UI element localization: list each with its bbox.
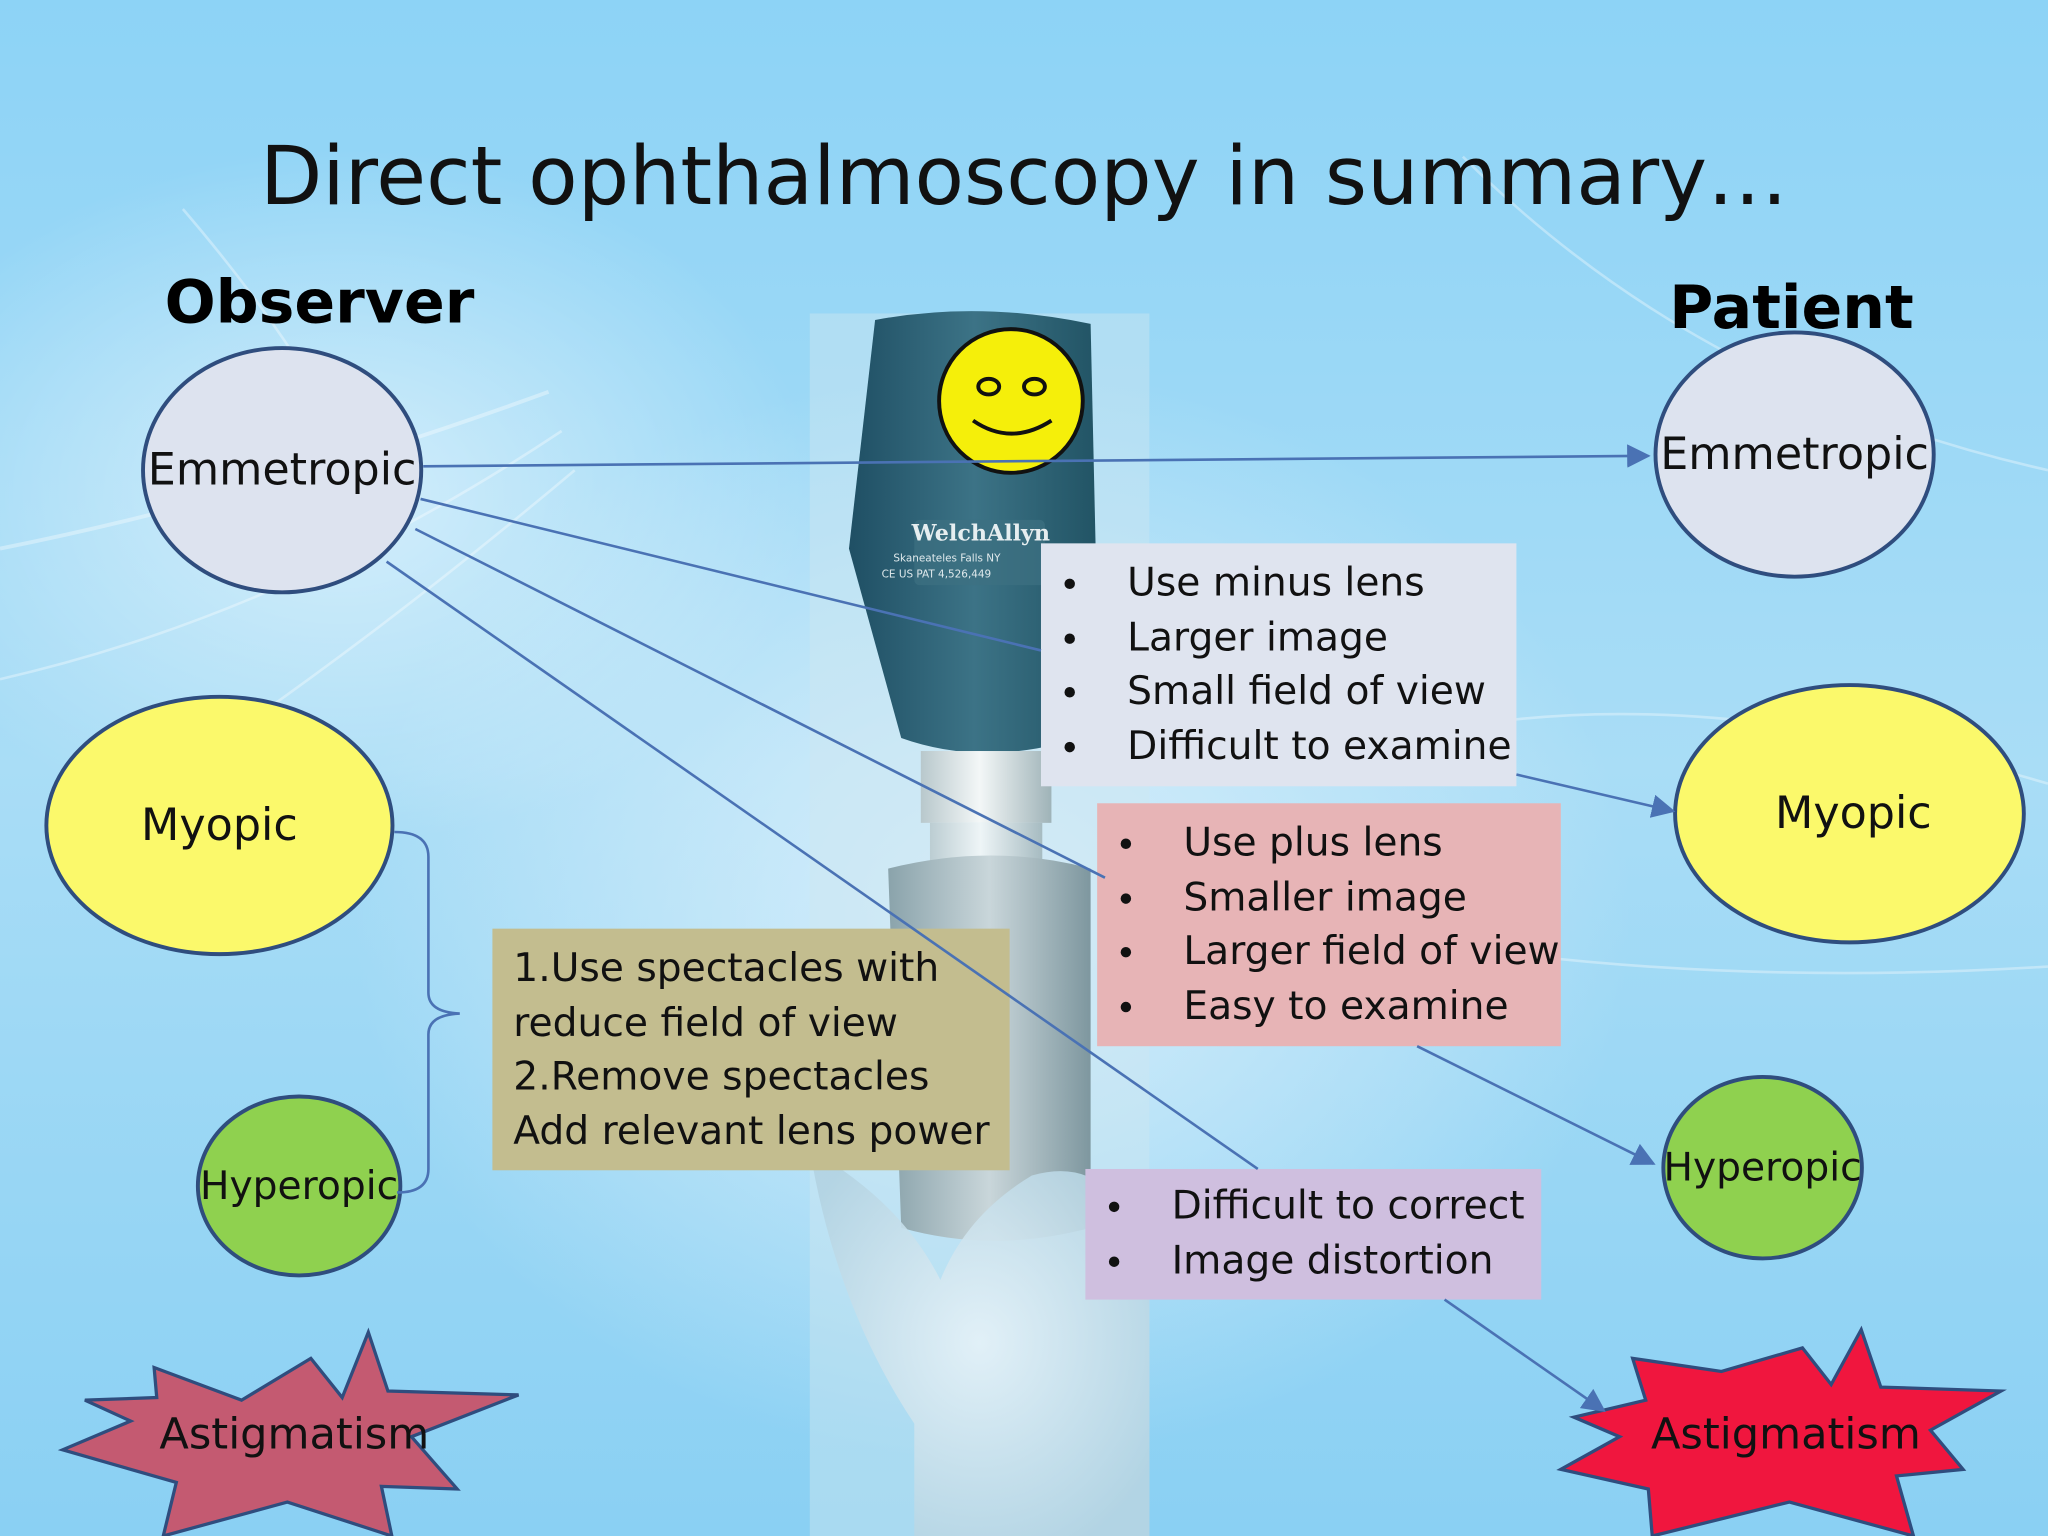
list-item: Smaller image bbox=[1097, 871, 1561, 925]
spectacles-notes-box: 1.Use spectacles with reduce field of vi… bbox=[492, 928, 1010, 1171]
list-item: Small field of view bbox=[1041, 665, 1516, 719]
svg-text:Skaneateles Falls NY: Skaneateles Falls NY bbox=[893, 553, 1001, 565]
list-item: Difficult to correct bbox=[1085, 1179, 1541, 1233]
patient-astigmatism-label: Astigmatism bbox=[1650, 1407, 1921, 1459]
astigmatism-star-left bbox=[57, 1327, 520, 1536]
patient-myopic-label: Myopic bbox=[1775, 787, 1932, 840]
svg-text:CE US PAT 4,526,449: CE US PAT 4,526,449 bbox=[882, 568, 992, 580]
list-item: Use plus lens bbox=[1097, 816, 1561, 870]
patient-emmetropic-label: Emmetropic bbox=[1660, 428, 1929, 481]
spectacles-line: 2.Remove spectacles bbox=[513, 1054, 930, 1100]
patient-emmetropic-node: Emmetropic bbox=[1653, 330, 1936, 579]
starburst-shapes bbox=[57, 1325, 2007, 1536]
observer-hyperopic-node: Hyperopic bbox=[195, 1094, 403, 1278]
patient-myopic-node: Myopic bbox=[1673, 683, 2026, 945]
observer-emmetropic-node: Emmetropic bbox=[141, 346, 424, 595]
astigmatism-star-right bbox=[1556, 1325, 2007, 1536]
observer-astigmatism-label: Astigmatism bbox=[159, 1407, 430, 1459]
observer-myopic-label: Myopic bbox=[141, 799, 298, 852]
observer-emmetropic-label: Emmetropic bbox=[147, 444, 417, 497]
myopic-notes-box: Use minus lens Larger image Small field … bbox=[1040, 543, 1517, 787]
spectacles-line: 1.Use spectacles with bbox=[513, 945, 940, 992]
astigmatism-notes-box: Difficult to correct Image distortion bbox=[1085, 1168, 1542, 1300]
list-item: Larger image bbox=[1041, 611, 1516, 665]
list-item: Larger field of view bbox=[1097, 925, 1561, 979]
observer-heading: Observer bbox=[164, 266, 475, 337]
svg-text:WelchAllyn: WelchAllyn bbox=[911, 521, 1050, 547]
list-item: Easy to examine bbox=[1097, 979, 1561, 1033]
hyperopic-notes-box: Use plus lens Smaller image Larger field… bbox=[1097, 803, 1561, 1047]
spectacles-line: Add relevant lens power bbox=[513, 1108, 990, 1154]
observer-hyperopic-label: Hyperopic bbox=[200, 1163, 399, 1209]
smiley-face-icon bbox=[937, 327, 1085, 475]
observer-myopic-node: Myopic bbox=[44, 694, 395, 957]
list-item: Image distortion bbox=[1085, 1234, 1541, 1288]
list-item: Use minus lens bbox=[1041, 556, 1516, 610]
page-title: Direct ophthalmoscopy in summary… bbox=[259, 127, 1789, 224]
list-item: Difficult to examine bbox=[1041, 719, 1516, 773]
patient-hyperopic-node: Hyperopic bbox=[1661, 1074, 1864, 1261]
spectacles-line: reduce field of view bbox=[513, 999, 898, 1046]
patient-hyperopic-label: Hyperopic bbox=[1663, 1144, 1862, 1191]
